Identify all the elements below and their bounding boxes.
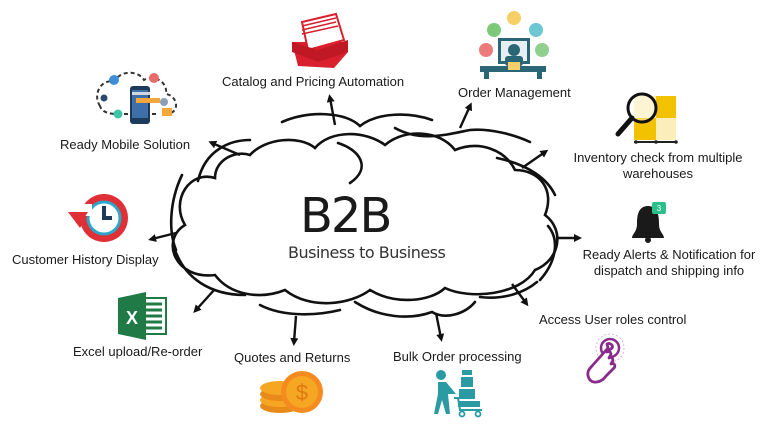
arrow-to-order [458,102,472,129]
pointing-hand-icon [586,333,625,384]
coins-dollar-icon: $ [260,371,323,413]
arrow-to-roles [511,283,529,307]
center-subtitle: Business to Business [288,243,446,262]
arrow-to-inventory [521,149,549,169]
center-title: B2B [300,188,392,244]
clock-history-icon [68,194,128,242]
person-cart-icon [434,370,482,418]
inner-cloud-fold [336,141,363,185]
feature-alerts-label-line1: Ready Alerts & Notification for [582,247,756,262]
outer-arc-top-right [393,126,532,144]
magnifier-boxes-icon [615,92,678,144]
outer-arc-bottom-left [173,248,247,297]
outer-arc-top [280,112,434,128]
card-file-box-icon [292,12,348,68]
bell-notification-icon: 3 [632,202,666,243]
feature-inventory-label-line2: warehouses [622,166,694,181]
arrow-to-quotes [290,315,299,346]
feature-mobile-label: Ready Mobile Solution [60,137,191,152]
outer-arc-far-right [538,224,557,282]
inner-cloud-outline [171,132,559,305]
arrow-to-bulk [434,312,445,342]
feature-catalog-label: Catalog and Pricing Automation [222,74,405,89]
outer-arc-bottom [353,300,477,318]
outer-arc-left [169,173,184,252]
feature-roles-label: Access User roles control [539,312,687,327]
feature-inventory-label-line1: Inventory check from multiple [573,150,743,165]
outer-arc-bottom-right [478,280,539,299]
excel-letter: X [126,308,138,328]
arrow-to-mobile [208,140,241,157]
person-at-computer-icon [479,11,549,79]
dollar-symbol: $ [296,380,308,405]
notification-badge-count: 3 [657,204,662,213]
feature-alerts-label-line2: dispatch and shipping info [593,263,745,278]
feature-alerts-label: Ready Alerts & Notification for dispatch… [570,247,768,279]
feature-history-label: Customer History Display [12,252,159,267]
arrow-to-excel [193,288,216,313]
arrow-to-catalog [326,94,337,126]
feature-inventory-label: Inventory check from multiple warehouses [556,150,760,182]
excel-icon: X [118,292,167,340]
outer-arc-bottom-mid [258,303,342,316]
mobile-phone-network-icon [96,71,177,124]
feature-bulk-label: Bulk Order processing [393,349,522,364]
feature-quotes-label: Quotes and Returns [234,350,351,365]
feature-order-label: Order Management [458,85,571,100]
feature-excel-label: Excel upload/Re-order [73,344,203,359]
arrow-to-history [148,231,177,242]
outer-arc-top-left [196,138,252,183]
outer-arc-right [495,156,557,197]
notification-badge [652,202,666,214]
